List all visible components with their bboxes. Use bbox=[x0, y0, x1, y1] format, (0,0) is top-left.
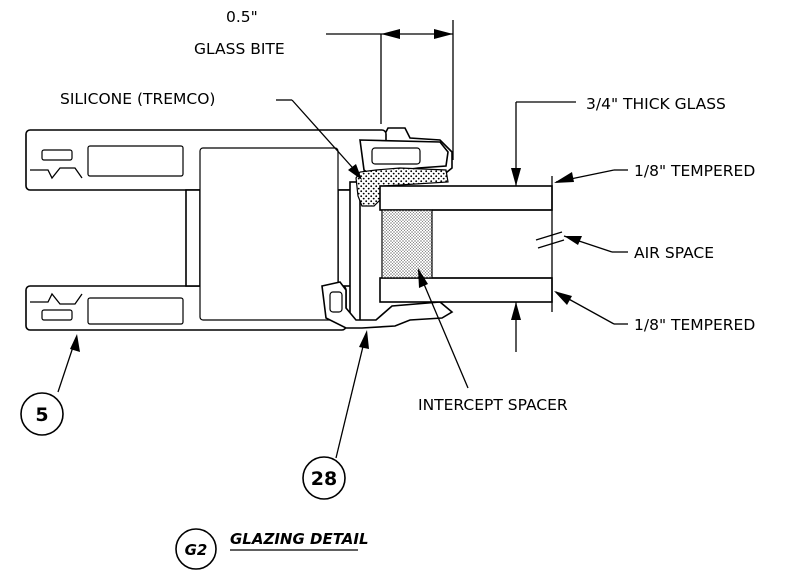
detail-tag-label: G2 bbox=[185, 541, 208, 559]
part-tag-5: 5 bbox=[20, 334, 80, 436]
intercept-spacer bbox=[381, 209, 433, 279]
outer-lite-callout: 1/8" TEMPERED bbox=[554, 162, 755, 183]
glass-thickness-callout: 3/4" THICK GLASS bbox=[511, 95, 726, 352]
bite-value: 0.5" bbox=[226, 8, 258, 26]
air-space-callout: AIR SPACE bbox=[563, 235, 714, 262]
part-tag-5-label: 5 bbox=[35, 404, 48, 426]
detail-title: GLAZING DETAIL bbox=[230, 530, 369, 548]
silicone-label: SILICONE (TREMCO) bbox=[60, 90, 215, 108]
bite-label: GLASS BITE bbox=[194, 40, 285, 58]
inner-lite-label: 1/8" TEMPERED bbox=[634, 316, 755, 334]
outer-lite-label: 1/8" TEMPERED bbox=[634, 162, 755, 180]
silicone-bead bbox=[355, 167, 449, 207]
part-tag-28-label: 28 bbox=[311, 468, 337, 490]
detail-tag: G2 GLAZING DETAIL bbox=[175, 528, 369, 570]
spacer-label: INTERCEPT SPACER bbox=[418, 396, 568, 414]
glass-unit bbox=[379, 176, 565, 312]
silicone-callout: SILICONE (TREMCO) bbox=[60, 90, 362, 180]
part-tag-28: 28 bbox=[302, 330, 369, 500]
glass-bite-dimension: 0.5" GLASS BITE bbox=[194, 8, 454, 160]
spacer-callout: INTERCEPT SPACER bbox=[417, 268, 568, 414]
glass-thickness-label: 3/4" THICK GLASS bbox=[586, 95, 726, 113]
air-space-label: AIR SPACE bbox=[634, 244, 714, 262]
frame-profile bbox=[25, 127, 454, 331]
inner-lite-callout: 1/8" TEMPERED bbox=[554, 291, 755, 334]
